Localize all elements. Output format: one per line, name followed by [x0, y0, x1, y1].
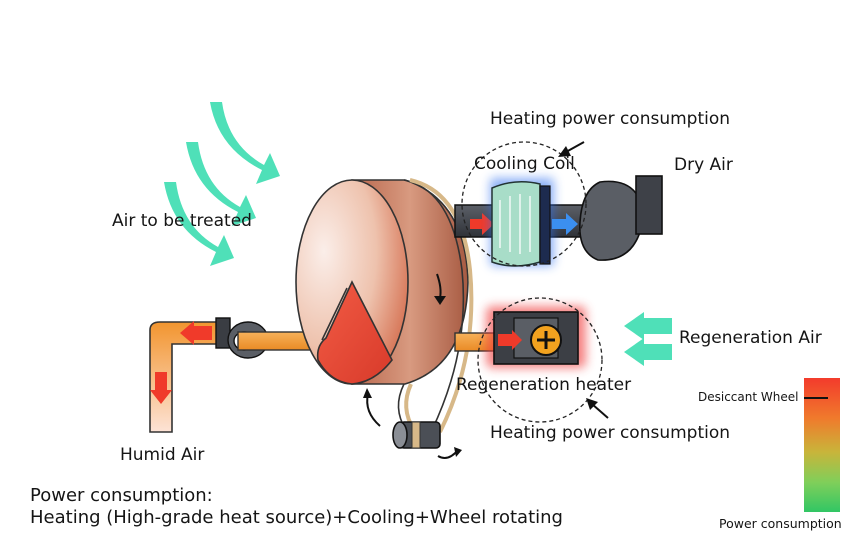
humid-air-flow-arrow-left	[180, 321, 212, 345]
regeneration-heater-label: Regeneration heater	[456, 375, 632, 395]
dry-air-fan	[579, 175, 663, 261]
colorbar-marker	[804, 397, 828, 399]
rotation-arrow-icon	[363, 388, 462, 459]
motor-pulley	[392, 421, 441, 449]
humid-air-flow-arrow-down	[150, 372, 172, 404]
regeneration-flow-arrow	[498, 330, 522, 350]
air-to-be-treated-arrows	[164, 102, 280, 266]
pointer-arrow-icon	[558, 141, 609, 419]
humid-air-label: Humid Air	[120, 445, 205, 465]
cooling-callout-circle	[461, 141, 587, 267]
desiccant-wheel	[295, 179, 469, 385]
dry-air-flow-arrow	[552, 213, 578, 235]
power-consumption-colorbar	[804, 378, 840, 512]
regeneration-air-label: Regeneration Air	[679, 328, 822, 348]
regeneration-air-arrows	[624, 312, 672, 366]
regeneration-sector	[316, 280, 393, 385]
treated-air-flow-arrow	[470, 213, 494, 235]
desiccant-wheel-marker-label: Desiccant Wheel	[698, 390, 799, 404]
humid-air-duct	[149, 321, 223, 433]
dry-air-label: Dry Air	[674, 155, 733, 175]
cooling-coil-label: Cooling Coil	[474, 154, 575, 174]
heater-callout-circle	[477, 297, 603, 423]
cooling-coil	[490, 178, 554, 267]
colorbar-axis-label: Power consumption	[719, 516, 842, 531]
footer-line-1: Power consumption:	[30, 485, 213, 506]
footer-line-2: Heating (High-grade heat source)+Cooling…	[30, 507, 563, 528]
heating-power-label-bottom: Heating power consumption	[490, 423, 731, 443]
air-to-be-treated-label: Air to be treated	[112, 211, 252, 231]
heating-power-label-top: Heating power consumption	[490, 109, 731, 129]
